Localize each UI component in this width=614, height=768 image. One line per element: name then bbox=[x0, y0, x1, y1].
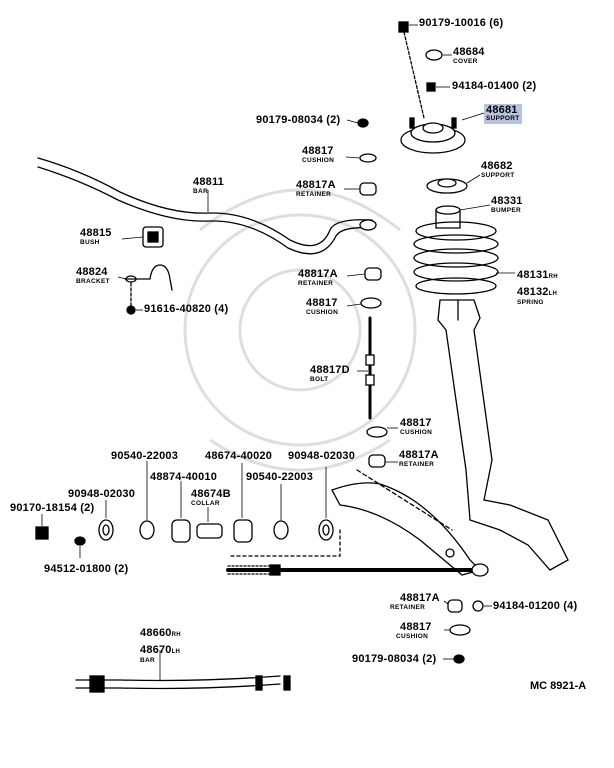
cushion-a bbox=[359, 153, 377, 163]
label-48817A-a-name: RETAINER bbox=[296, 191, 332, 198]
label-48817-c-name: CUSHION bbox=[400, 429, 433, 436]
label-48674B: 48674B bbox=[191, 488, 231, 500]
label-48817-d: 48817 bbox=[400, 621, 432, 633]
label-94184-01400: 94184-01400 (2) bbox=[452, 80, 537, 92]
support-48681-shape bbox=[400, 117, 466, 154]
label-90179-10016: 90179-10016 (6) bbox=[419, 17, 504, 29]
label-48670-side: LH bbox=[171, 648, 181, 655]
label-48660-side: RH bbox=[171, 632, 181, 638]
label-48817D: 48817D bbox=[310, 364, 350, 376]
nut-94184-01200 bbox=[472, 600, 484, 612]
label-94512-01800: 94512-01800 (2) bbox=[44, 563, 129, 575]
label-48684-name: COVER bbox=[453, 58, 478, 65]
label-48817-b: 48817 bbox=[306, 297, 338, 309]
label-48660-name: BAR bbox=[140, 656, 155, 664]
label-91616-40820: 91616-40820 (4) bbox=[144, 303, 229, 315]
label-spring-name: SPRING bbox=[517, 298, 544, 306]
label-48817-a-name: CUSHION bbox=[302, 157, 335, 164]
retainer-b bbox=[364, 267, 382, 281]
cushion-b bbox=[360, 297, 382, 309]
label-48674B-name: COLLAR bbox=[191, 500, 220, 507]
label-48817D-name: BOLT bbox=[310, 376, 329, 383]
label-90540-22003-a: 90540-22003 bbox=[111, 450, 179, 462]
lower-control-arm-shape bbox=[331, 469, 482, 576]
label-48811-name: BAR bbox=[193, 188, 208, 195]
label-48815: 48815 bbox=[80, 227, 112, 239]
label-48131: 48131 bbox=[517, 269, 549, 281]
label-48817A-d: 48817A bbox=[400, 592, 440, 604]
label-48817-a: 48817 bbox=[302, 145, 334, 157]
label-48131-side: RH bbox=[548, 274, 558, 280]
label-48681-name: SUPPORT bbox=[486, 115, 520, 122]
label-48681-box[interactable]: 48681 SUPPORT bbox=[484, 104, 522, 124]
strut-body-shape bbox=[437, 299, 569, 571]
label-48815-name: BUSH bbox=[80, 239, 100, 246]
diagram-code: MC 8921-A bbox=[530, 680, 587, 692]
label-48684: 48684 bbox=[453, 46, 485, 58]
label-48817A-b-name: RETAINER bbox=[298, 280, 334, 287]
label-48817-d-name: CUSHION bbox=[396, 633, 429, 640]
bumper-shape bbox=[435, 205, 461, 229]
retainer-d bbox=[447, 599, 463, 613]
retainer-a bbox=[359, 182, 377, 196]
label-90948-02030-a: 90948-02030 bbox=[68, 488, 136, 500]
label-48817A-d-name: RETAINER bbox=[390, 604, 426, 611]
rod-bushings-row bbox=[35, 519, 334, 546]
nut-94184 bbox=[426, 82, 436, 92]
leader-lines bbox=[41, 24, 515, 680]
label-48674-40020: 48674-40020 bbox=[205, 450, 273, 462]
label-48331-name: BUMPER bbox=[491, 207, 521, 214]
label-90179-08034-a: 90179-08034 (2) bbox=[256, 114, 341, 126]
cushion-c bbox=[366, 426, 388, 438]
bolt-91616 bbox=[126, 305, 136, 315]
strut-rod-guide bbox=[227, 529, 341, 557]
cushion-d bbox=[449, 624, 471, 636]
label-48682-name: SUPPORT bbox=[481, 172, 515, 179]
label-48811: 48811 bbox=[193, 176, 224, 188]
cover-shape bbox=[425, 49, 443, 61]
label-48681: 48681 bbox=[486, 104, 518, 116]
strut-rod-shape bbox=[226, 563, 489, 577]
support-48682-shape bbox=[426, 178, 468, 194]
nut-90179-b bbox=[453, 654, 465, 664]
label-48874-40010: 48874-40010 bbox=[150, 471, 218, 483]
label-90948-02030-b: 90948-02030 bbox=[288, 450, 356, 462]
label-90170-18154: 90170-18154 (2) bbox=[10, 502, 95, 514]
bush-shape bbox=[142, 226, 164, 248]
label-48682: 48682 bbox=[481, 160, 513, 172]
label-48817-c: 48817 bbox=[400, 417, 432, 429]
label-90179-08034-b: 90179-08034 (2) bbox=[352, 653, 437, 665]
watermark-emblem bbox=[183, 188, 417, 472]
label-48670: 48670 bbox=[140, 643, 172, 656]
label-48817A-c: 48817A bbox=[399, 449, 439, 461]
label-48817A-b: 48817A bbox=[298, 268, 338, 280]
retainer-c bbox=[368, 454, 386, 468]
label-48817A-c-name: RETAINER bbox=[399, 461, 435, 468]
label-90540-22003-b: 90540-22003 bbox=[246, 471, 314, 483]
label-48824-name: BRACKET bbox=[76, 278, 110, 285]
label-48824: 48824 bbox=[76, 266, 108, 278]
nut-top bbox=[398, 21, 425, 119]
label-link-bar-group: 48660RH 48670LH BAR bbox=[140, 624, 181, 664]
bracket-shape bbox=[124, 264, 173, 307]
stabilizer-bar-shape bbox=[37, 157, 377, 255]
bolt-48817d-shape bbox=[365, 316, 375, 420]
link-bar-shape bbox=[75, 675, 291, 693]
label-48331: 48331 bbox=[491, 195, 523, 207]
coil-spring-shape bbox=[413, 221, 499, 295]
label-48660: 48660 bbox=[140, 627, 172, 639]
nut-90179-a bbox=[357, 118, 369, 128]
label-94184-01200: 94184-01200 (4) bbox=[493, 600, 578, 612]
label-48817-b-name: CUSHION bbox=[306, 309, 339, 316]
label-48132: 48132 bbox=[517, 285, 549, 298]
label-48817A-a: 48817A bbox=[296, 179, 336, 191]
label-spring-group: 48131RH 48132LH SPRING bbox=[517, 266, 558, 306]
label-48132-side: LH bbox=[548, 290, 558, 297]
